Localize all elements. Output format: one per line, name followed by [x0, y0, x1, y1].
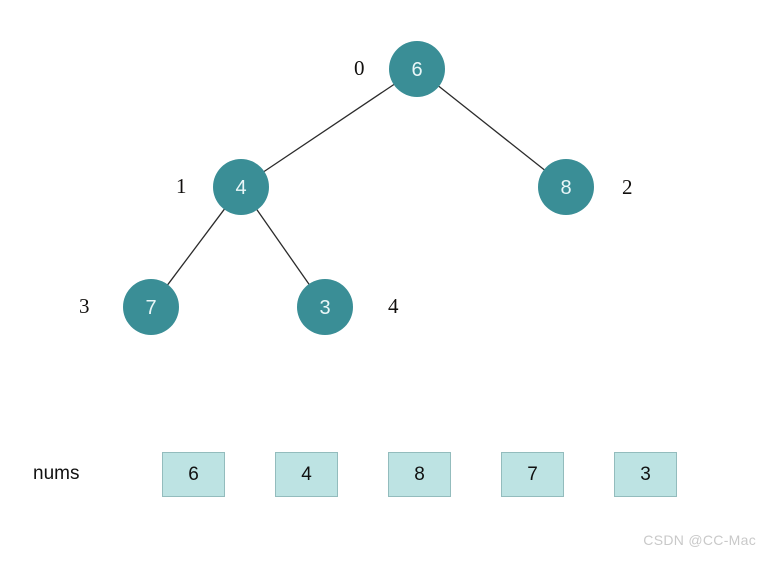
tree-edge — [262, 82, 396, 174]
watermark-text: CSDN @CC-Mac — [643, 532, 756, 548]
array-cell-group: 6 4 8 7 3 — [162, 452, 677, 497]
tree-node-value: 3 — [319, 297, 330, 319]
array-cell[interactable]: 6 — [162, 452, 225, 497]
tree-node[interactable]: 6 — [389, 41, 445, 97]
array-cell[interactable]: 8 — [388, 452, 451, 497]
tree-node-circle — [297, 279, 353, 335]
tree-node-value: 7 — [145, 297, 156, 319]
node-index-label: 2 — [622, 175, 633, 199]
tree-node[interactable]: 8 — [538, 159, 594, 215]
tree-node[interactable]: 3 — [297, 279, 353, 335]
tree-edge — [255, 207, 311, 287]
tree-node-value: 6 — [411, 59, 422, 81]
tree-node-circle — [213, 159, 269, 215]
node-index-label: 0 — [354, 56, 365, 80]
tree-node-circle — [538, 159, 594, 215]
node-index-label: 1 — [176, 174, 187, 198]
tree-node[interactable]: 4 — [213, 159, 269, 215]
tree-edge — [166, 207, 226, 287]
tree-node-value: 8 — [560, 177, 571, 199]
array-cell[interactable]: 4 — [275, 452, 338, 497]
array-cell[interactable]: 7 — [501, 452, 564, 497]
array-cell[interactable]: 3 — [614, 452, 677, 497]
node-index-label: 3 — [79, 294, 90, 318]
node-index-label: 4 — [388, 294, 399, 318]
array-visualization: nums 6 4 8 7 3 — [0, 452, 773, 502]
tree-node-circle — [123, 279, 179, 335]
array-name-label: nums — [33, 463, 80, 484]
tree-node-circle — [389, 41, 445, 97]
tree-node[interactable]: 7 — [123, 279, 179, 335]
tree-node-value: 4 — [235, 177, 246, 199]
tree-edge — [436, 84, 547, 172]
